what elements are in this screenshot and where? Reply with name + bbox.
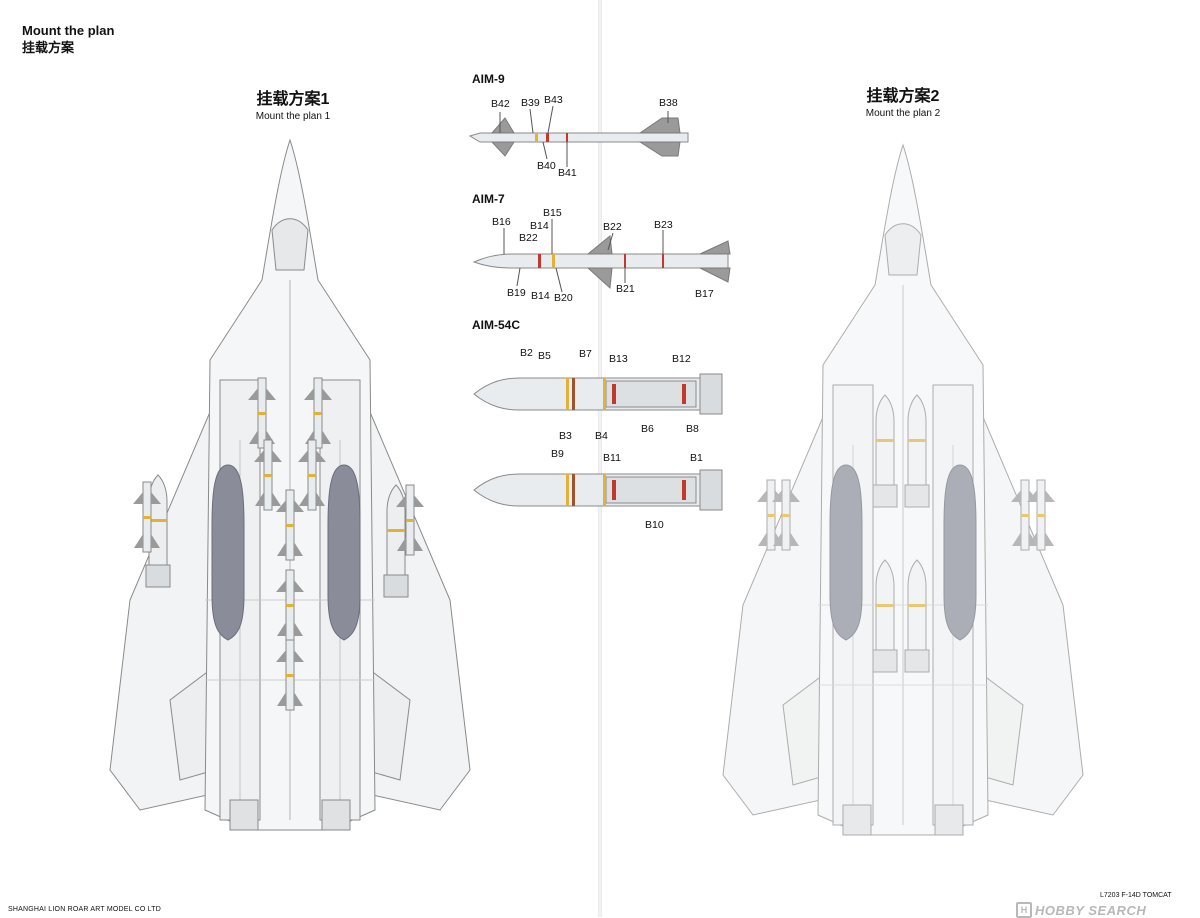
- callout-b2: B2: [520, 347, 533, 359]
- aim9-missile-illustration: [468, 105, 689, 167]
- hobby-search-logo-icon: H: [1016, 902, 1032, 918]
- plane-plan2-illustration: [722, 144, 1084, 836]
- page-header: Mount the plan 挂载方案: [22, 22, 114, 56]
- product-footer: L7203 F-14D TOMCAT: [1100, 892, 1172, 899]
- callout-b43: B43: [544, 94, 563, 106]
- aim7-title: AIM-7: [472, 192, 505, 206]
- watermark: H HOBBY SEARCH: [1016, 902, 1146, 918]
- plan2-zh: 挂载方案2: [866, 88, 940, 105]
- callout-b9: B9: [551, 448, 564, 460]
- callout-b14b: B14: [531, 290, 550, 302]
- callout-b15: B15: [543, 207, 562, 219]
- callout-b4: B4: [595, 430, 608, 442]
- callout-b8: B8: [686, 423, 699, 435]
- aim9-title: AIM-9: [472, 72, 505, 86]
- callout-b3: B3: [559, 430, 572, 442]
- callout-b13: B13: [609, 353, 628, 365]
- callout-b41: B41: [558, 167, 577, 179]
- callout-b20: B20: [554, 292, 573, 304]
- callout-b23: B23: [654, 219, 673, 231]
- callout-b6: B6: [641, 423, 654, 435]
- company-footer: SHANGHAI LION ROAR ART MODEL CO LTD: [8, 906, 161, 913]
- callout-b7: B7: [579, 348, 592, 360]
- watermark-text: HOBBY SEARCH: [1035, 902, 1147, 918]
- callout-b12: B12: [672, 353, 691, 365]
- plan2-en: Mount the plan 2: [865, 108, 941, 119]
- callout-b19: B19: [507, 287, 526, 299]
- aim54-title: AIM-54C: [472, 318, 521, 332]
- callout-b21: B21: [616, 283, 635, 295]
- callout-b38: B38: [659, 97, 678, 109]
- page-fold: [598, 0, 602, 917]
- callout-b14a: B14: [530, 220, 549, 232]
- plan1-zh: 挂载方案1: [256, 91, 330, 108]
- callout-b5: B5: [538, 350, 551, 362]
- callout-b39: B39: [521, 97, 540, 109]
- callout-b22a: B22: [519, 232, 538, 244]
- callout-b11: B11: [603, 452, 621, 464]
- callout-b40: B40: [537, 160, 556, 172]
- callout-b16: B16: [492, 216, 511, 228]
- callout-b1: B1: [690, 452, 703, 464]
- plan1-en: Mount the plan 1: [255, 111, 331, 122]
- title-zh: 挂载方案: [22, 40, 75, 55]
- callout-b17: B17: [695, 288, 714, 300]
- callout-b22b: B22: [603, 221, 622, 233]
- plan2-label: 挂载方案2 Mount the plan 2: [838, 87, 968, 120]
- callout-b10: B10: [645, 519, 664, 531]
- callout-b42: B42: [491, 98, 510, 110]
- aim54-missile-illustration: [473, 373, 723, 511]
- aim7-missile-illustration: [472, 219, 731, 293]
- title-en: Mount the plan: [22, 23, 115, 38]
- plane-plan1-illustration: [109, 139, 471, 831]
- plan1-label: 挂载方案1 Mount the plan 1: [228, 90, 358, 123]
